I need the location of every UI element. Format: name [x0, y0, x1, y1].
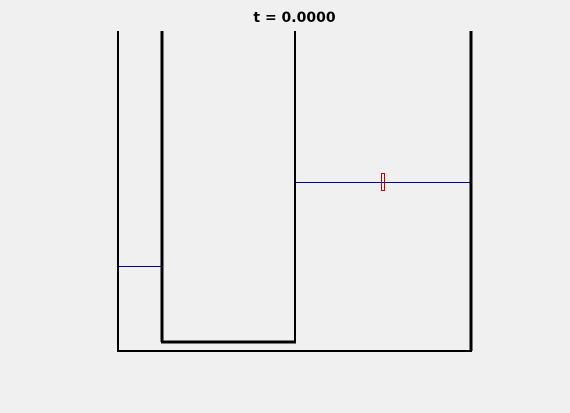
- floating-marker[interactable]: [381, 173, 385, 191]
- time-label: t = 0.0000: [253, 10, 336, 26]
